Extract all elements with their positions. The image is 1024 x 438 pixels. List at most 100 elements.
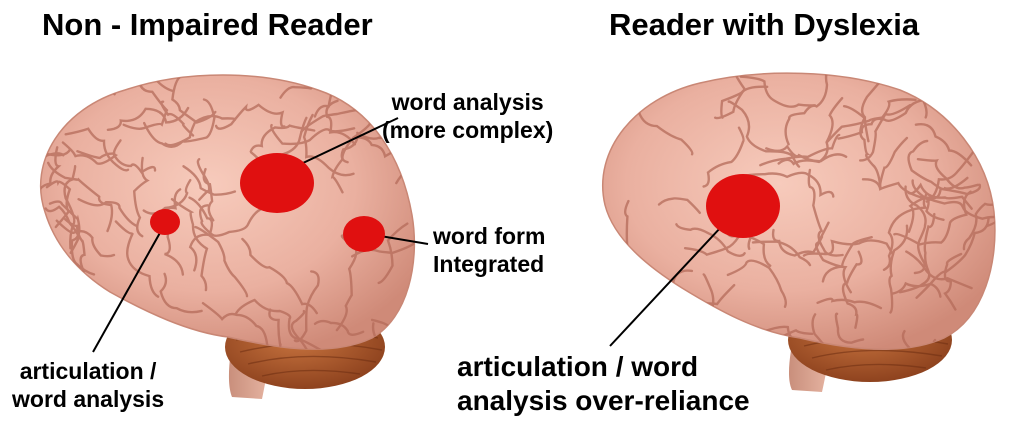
left-regions — [92, 117, 429, 353]
label-articulation-right-line-2: analysis over-reliance — [457, 385, 750, 417]
brain-fold — [122, 76, 169, 130]
brain-fold — [604, 266, 664, 315]
brain-fold — [201, 302, 269, 346]
brain-fold — [726, 259, 787, 308]
brain-fold — [143, 98, 216, 148]
brain-fold — [40, 279, 73, 323]
brain-fold — [132, 156, 150, 238]
brain-fold — [76, 150, 157, 174]
label-word-analysis-line-2: (more complex) — [382, 117, 554, 144]
brain-fold — [837, 98, 930, 140]
brain-fold — [45, 180, 72, 229]
brain-fold — [811, 313, 846, 350]
brain-fold — [241, 237, 318, 315]
label-word-analysis-line-1: word analysis — [391, 89, 544, 115]
brain-fold — [905, 250, 973, 290]
brain-fold — [739, 75, 817, 108]
brain-fold — [904, 185, 927, 275]
brain-fold — [313, 319, 365, 336]
brain-fold — [891, 281, 942, 298]
brain-fold — [657, 197, 701, 214]
brain-fold — [61, 139, 122, 165]
brain-fold — [814, 221, 852, 294]
region-word-form — [343, 216, 385, 252]
brain-fold — [249, 124, 316, 153]
brain-fold — [771, 228, 824, 257]
brain-fold — [807, 168, 844, 257]
brain-fold — [202, 167, 215, 222]
brain-fold — [214, 103, 286, 130]
brain-fold — [279, 75, 342, 99]
region-articulation-left — [150, 209, 180, 235]
brain-fold — [159, 272, 203, 314]
brain-fold — [234, 298, 322, 350]
brain-fold — [962, 183, 995, 251]
brain-fold — [741, 171, 835, 198]
brain-fold — [714, 73, 747, 120]
brain-fold — [340, 136, 409, 164]
brain-fold — [925, 148, 977, 203]
brain-fold — [702, 126, 745, 188]
brain-fold — [395, 166, 415, 185]
brain-fold — [965, 79, 995, 128]
brain-fold — [943, 252, 963, 311]
brain-fold — [163, 75, 217, 124]
brain-fold — [64, 218, 86, 273]
brain-fold — [293, 270, 320, 343]
leader-line-word-analysis — [302, 117, 399, 164]
region-articulation-right — [706, 174, 780, 238]
right-regions — [609, 174, 780, 347]
right-brain — [602, 72, 996, 392]
brain-fold — [408, 151, 415, 174]
brain-fold — [859, 103, 912, 162]
brain-fold — [970, 74, 995, 104]
label-word-form: word form Integrated — [433, 222, 545, 278]
brain-fold — [268, 308, 282, 350]
brain-fold — [816, 297, 883, 310]
label-articulation-right: articulation / word analysis over-relian… — [457, 350, 750, 418]
brain-fold — [290, 309, 329, 350]
brain-fold — [720, 85, 769, 119]
brain-fold — [63, 165, 77, 250]
brain-fold — [826, 98, 917, 144]
brain-fold — [64, 127, 130, 172]
panel-title-non-impaired: Non - Impaired Reader — [42, 7, 373, 42]
brain-fold — [47, 161, 114, 233]
brain-fold — [675, 223, 746, 257]
brain-fold — [40, 217, 47, 244]
leader-line-articulation-left — [92, 230, 162, 353]
label-articulation-left-line-1: articulation / — [19, 358, 157, 384]
label-articulation-right-line-1: articulation / word — [457, 351, 699, 382]
brain-fold — [182, 165, 237, 196]
brain-fold — [114, 220, 160, 298]
brain-fold — [727, 100, 801, 168]
brain-fold — [40, 152, 65, 174]
brain-fold — [911, 179, 995, 222]
brain-fold — [882, 193, 928, 271]
brain-fold — [369, 322, 397, 350]
brain-fold — [399, 336, 415, 350]
brain-fold — [914, 123, 973, 167]
right-cerebrum — [602, 72, 996, 350]
brain-fold — [821, 236, 873, 283]
brain-fold — [924, 73, 943, 103]
brain-fold — [270, 123, 356, 146]
leader-line-articulation-right — [609, 225, 723, 347]
label-word-analysis: word analysis (more complex) — [382, 88, 553, 144]
brain-fold — [980, 92, 995, 183]
label-word-form-line-2: Integrated — [433, 251, 545, 278]
brain-fold — [77, 198, 139, 228]
label-word-form-line-1: word form — [433, 223, 546, 249]
brain-fold — [106, 106, 190, 131]
brain-fold — [878, 136, 909, 188]
brain-fold — [802, 239, 895, 257]
brain-fold — [842, 105, 882, 189]
brain-fold — [765, 144, 848, 163]
label-articulation-left-line-2: word analysis — [12, 386, 165, 413]
brain-fold — [901, 330, 978, 350]
brain-fold — [637, 111, 694, 156]
brain-fold — [759, 133, 841, 167]
panel-title-dyslexia: Reader with Dyslexia — [609, 7, 920, 42]
region-word-analysis — [240, 153, 314, 213]
